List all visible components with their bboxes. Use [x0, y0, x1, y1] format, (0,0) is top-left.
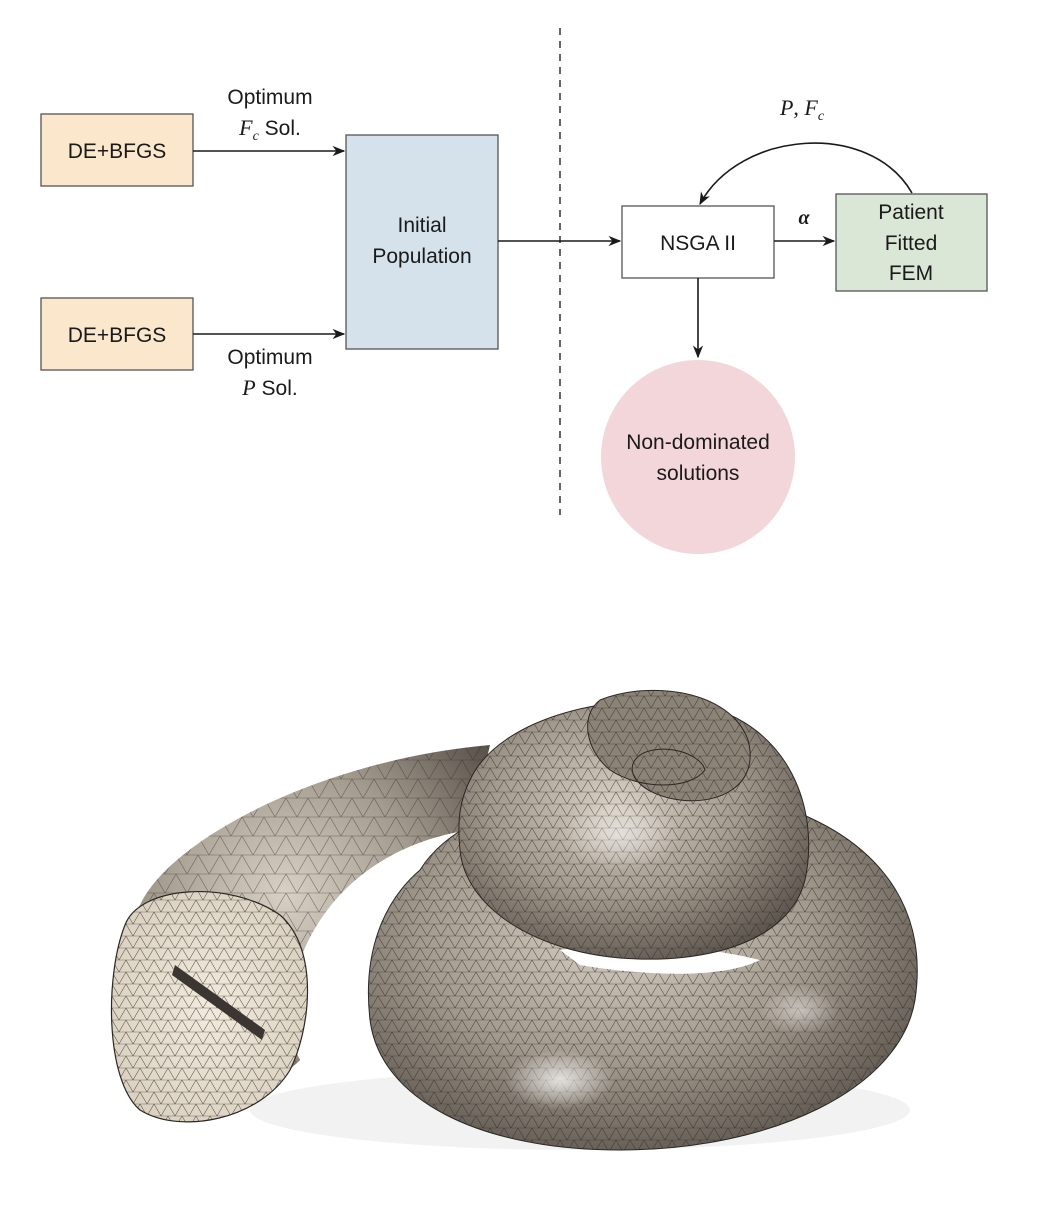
suffix-sol: Sol. — [259, 117, 301, 140]
math-f: F — [803, 95, 818, 120]
nsga-label: NSGA II — [660, 232, 736, 255]
label-bottom-edge-line2: P Sol. — [241, 375, 297, 400]
initial-population-box — [345, 134, 499, 350]
suffix-sol: Sol. — [256, 377, 298, 400]
patient-fem-line3: FEM — [889, 262, 933, 285]
de-bfgs-bottom-node: DE+BFGS — [40, 297, 194, 371]
math-p: P — [241, 375, 255, 400]
label-alpha: α — [798, 207, 810, 229]
label-top-edge: Optimum Fc Sol. — [227, 86, 312, 144]
non-dominated-line2: solutions — [657, 462, 740, 485]
non-dominated-node: Non-dominated solutions — [601, 360, 795, 554]
initial-population-node: Initial Population — [345, 134, 499, 350]
non-dominated-line1: Non-dominated — [626, 431, 770, 454]
math-sub-c: c — [253, 129, 260, 144]
initial-population-line1: Initial — [397, 214, 446, 237]
math-f: F — [238, 115, 253, 140]
patient-fem-line1: Patient — [878, 201, 944, 224]
label-top-edge-line2: Fc Sol. — [238, 115, 301, 144]
de-bfgs-bottom-box — [40, 297, 194, 371]
initial-population-line2: Population — [372, 245, 471, 268]
math-sub-c: c — [818, 109, 825, 124]
label-feedback: P, Fc — [779, 95, 825, 124]
separator: , — [793, 95, 804, 120]
patient-fem-box — [835, 193, 988, 292]
patient-fem-line2: Fitted — [885, 232, 938, 255]
label-top-edge-line1: Optimum — [227, 86, 312, 109]
nsga-node: NSGA II — [621, 205, 775, 279]
de-bfgs-bottom-label: DE+BFGS — [68, 324, 167, 347]
edge-fem-to-nsga — [699, 142, 913, 206]
de-bfgs-top-box — [40, 113, 194, 187]
non-dominated-circle — [601, 360, 795, 554]
label-bottom-edge-line1: Optimum — [227, 346, 312, 369]
label-bottom-edge: Optimum P Sol. — [227, 346, 312, 400]
de-bfgs-top-label: DE+BFGS — [68, 140, 167, 163]
cochlea-mesh-icon — [110, 689, 918, 1151]
cochlea-cross-section — [110, 891, 309, 1123]
patient-fem-node: Patient Fitted FEM — [835, 193, 988, 292]
math-p: P — [779, 95, 793, 120]
de-bfgs-top-node: DE+BFGS — [40, 113, 194, 187]
